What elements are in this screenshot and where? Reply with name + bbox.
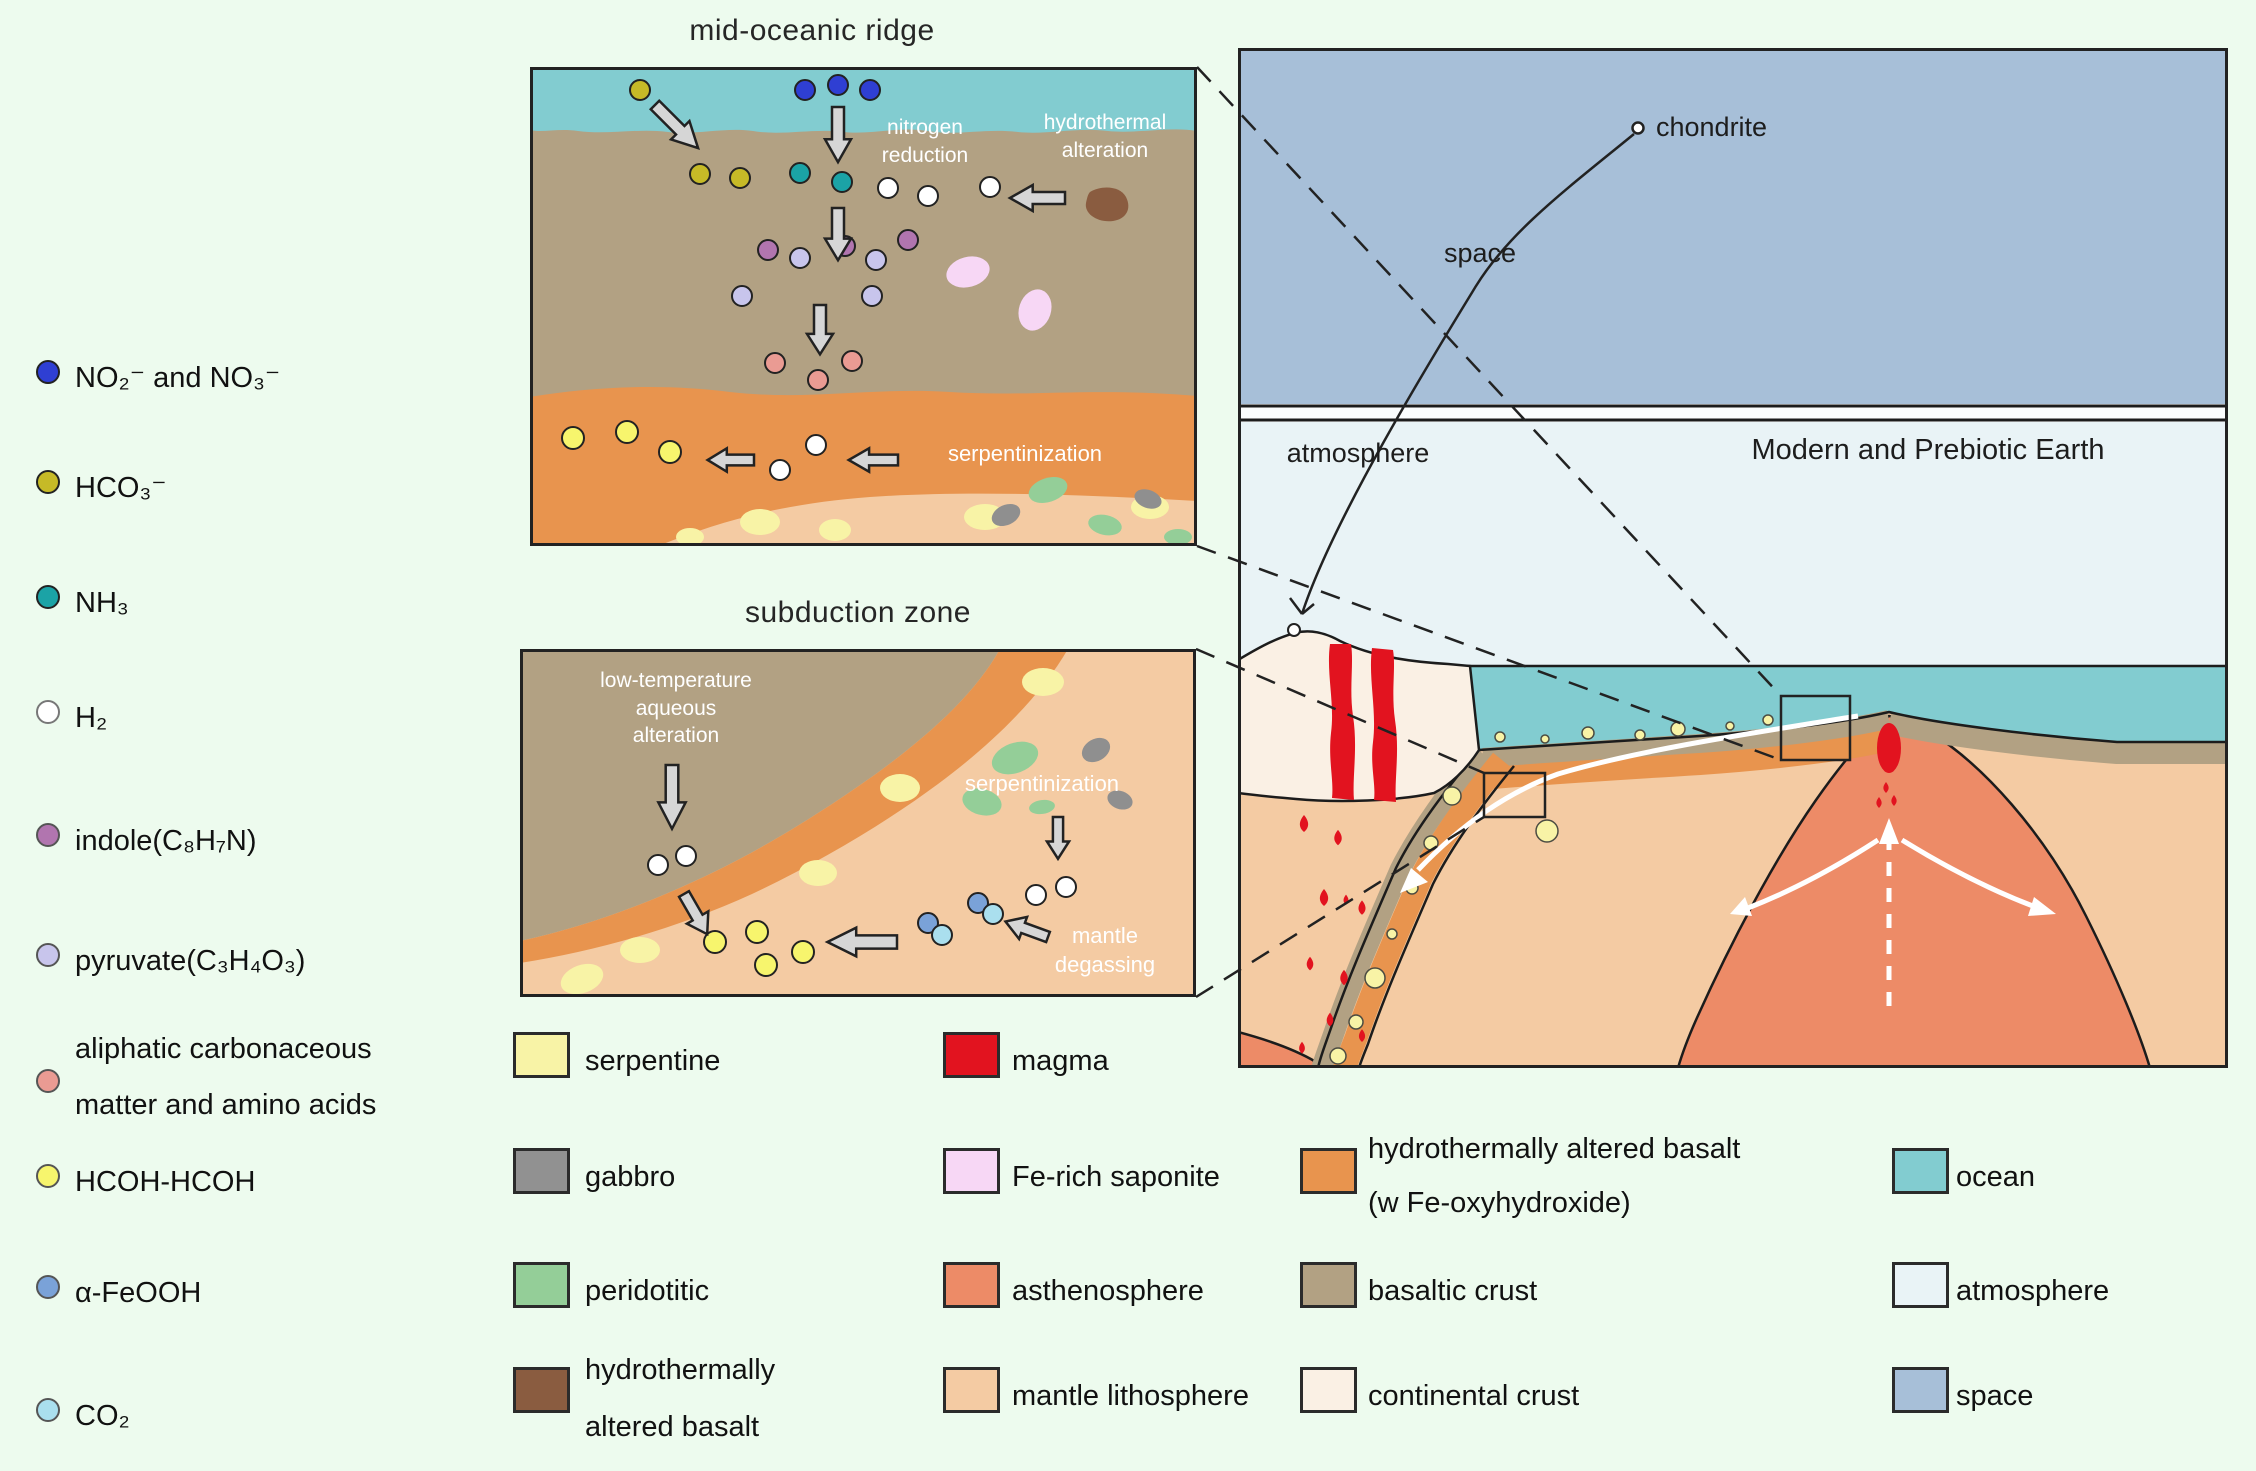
basaltic-crust-right (1886, 712, 2228, 764)
space-region (1238, 48, 2228, 406)
swatch-ocean (1892, 1148, 1949, 1194)
label-mantle-lithosphere: mantle lithosphere (1012, 1380, 1249, 1412)
mo-hydrothermal-alteration-label: hydrothermal alteration (1043, 111, 1167, 162)
label-peridotitic: peridotitic (585, 1275, 710, 1307)
space-label: space (1443, 238, 1517, 268)
label-aliphatic: aliphatic carbonaceous matter and amino … (75, 1033, 377, 1121)
dot-h2 (36, 700, 60, 724)
swatch-saponite (943, 1148, 1000, 1194)
label-ocean: ocean (1956, 1161, 2036, 1193)
dot-aliphatic (36, 1069, 60, 1093)
swatch-hydro-altered-basalt (513, 1367, 570, 1413)
label-atmosphere: atmosphere (1956, 1275, 2110, 1307)
label-continental-crust: continental crust (1368, 1380, 1580, 1412)
mo-saponite-blobs (946, 256, 1052, 331)
dot-pyruvate (36, 943, 60, 967)
sz-inset-border (520, 649, 1196, 997)
swatch-space (1892, 1367, 1949, 1413)
ridge-magma (1876, 723, 1901, 808)
sz-peridotitic-blobs (962, 741, 1055, 816)
swatch-atmosphere (1892, 1262, 1949, 1308)
label-indole: indole(C₈H₇N) (75, 825, 257, 857)
label-basaltic-crust: basaltic crust (1368, 1275, 1538, 1307)
label-pyruvate: pyruvate(C₃H₄O₃) (75, 945, 306, 977)
sz-low-temp-label: low-temperature aqueous alteration (600, 669, 752, 748)
subduction-title: subduction zone (745, 596, 971, 629)
earth-title: Modern and Prebiotic Earth (1751, 434, 2105, 466)
swatch-peridotitic (513, 1262, 570, 1308)
sz-mantle-degassing-label: mantle degassing (1054, 923, 1156, 978)
sz-basaltic-crust (520, 649, 1000, 941)
mo-brown-basalt-blob (1085, 187, 1129, 222)
dot-feooh (36, 1275, 60, 1299)
label-hcoh: HCOH-HCOH (75, 1166, 256, 1198)
mo-ocean-band (530, 67, 1197, 133)
mo-nitrogen-reduction-label: nitrogen reduction (881, 116, 969, 167)
swatch-basaltic-crust (1300, 1262, 1357, 1308)
mid-ocean-inset: nitrogen reduction hydrothermal alterati… (530, 67, 1197, 546)
dot-no2-no3 (36, 360, 60, 384)
swatch-gabbro (513, 1148, 570, 1194)
dot-nh3 (36, 585, 60, 609)
swatch-asthenosphere (943, 1262, 1000, 1308)
zoom-box-subduction (1482, 771, 1547, 819)
swatch-continental-crust (1300, 1367, 1357, 1413)
mo-serpentinization-label: serpentinization (947, 441, 1103, 466)
dot-indole (36, 823, 60, 847)
swatch-serpentine (513, 1032, 570, 1078)
label-hco3: HCO₃⁻ (75, 472, 167, 504)
label-gabbro: gabbro (585, 1161, 676, 1193)
subduction-inset-art (520, 649, 1196, 997)
chondrite-circle (1631, 121, 1645, 135)
sz-gabbro-blobs (1081, 737, 1133, 810)
earth-panel (1238, 48, 2228, 1068)
dot-co2 (36, 1398, 60, 1422)
sz-serpentine-blobs (560, 668, 1064, 995)
label-h2: H₂ (75, 702, 108, 734)
atmosphere-label: atmosphere (1286, 438, 1430, 468)
rock-legend: serpentine magma gabbro Fe-rich saponite… (0, 1020, 2256, 1471)
swatch-altered-basalt-orange (1300, 1148, 1357, 1194)
convection-arrows (1730, 818, 2056, 1006)
label-space: space (1956, 1380, 2034, 1412)
label-saponite: Fe-rich saponite (1012, 1161, 1220, 1193)
chondrite-label: chondrite (1656, 112, 1768, 142)
sz-dots (647, 845, 1077, 977)
label-nh3: NH₃ (75, 587, 129, 619)
earth-panel-art (1238, 48, 2228, 1068)
molecule-legend: NO₂⁻ and NO₃⁻ HCO₃⁻ NH₃ H₂ indole(C₈H₇N)… (0, 0, 380, 1471)
molecule-legend-dots (36, 360, 60, 1422)
mo-inset-border (530, 67, 1197, 546)
label-asthenosphere: asthenosphere (1012, 1275, 1204, 1307)
dot-hcoh (36, 1164, 60, 1188)
subduction-inset: low-temperature aqueous alteration serpe… (520, 649, 1196, 997)
mid-ocean-title: mid-oceanic ridge (689, 14, 935, 47)
swatch-mantle-lithosphere (943, 1367, 1000, 1413)
label-magma: magma (1012, 1045, 1109, 1077)
label-serpentine: serpentine (585, 1045, 721, 1077)
sz-altered-basalt-band (520, 649, 1068, 963)
label-co2: CO₂ (75, 1400, 130, 1432)
mo-gabbro-blobs (991, 489, 1162, 527)
label-hydro-altered-basalt: hydrothermally altered basalt (585, 1354, 776, 1443)
dot-hco3 (36, 470, 60, 494)
label-feooh: α-FeOOH (75, 1277, 202, 1309)
label-altered-basalt-orange: hydrothermally altered basalt (w Fe-oxyh… (1368, 1133, 1741, 1219)
sz-serpentinization-label: serpentinization (964, 771, 1120, 796)
swatch-magma (943, 1032, 1000, 1078)
mid-ocean-inset-art (530, 67, 1197, 546)
mo-peridotitic-blobs (1028, 477, 1192, 545)
label-no2-no3: NO₂⁻ and NO₃⁻ (75, 362, 281, 394)
chondrite-impact-circle (1287, 623, 1301, 637)
mo-mantle-lithosphere (658, 493, 1197, 546)
